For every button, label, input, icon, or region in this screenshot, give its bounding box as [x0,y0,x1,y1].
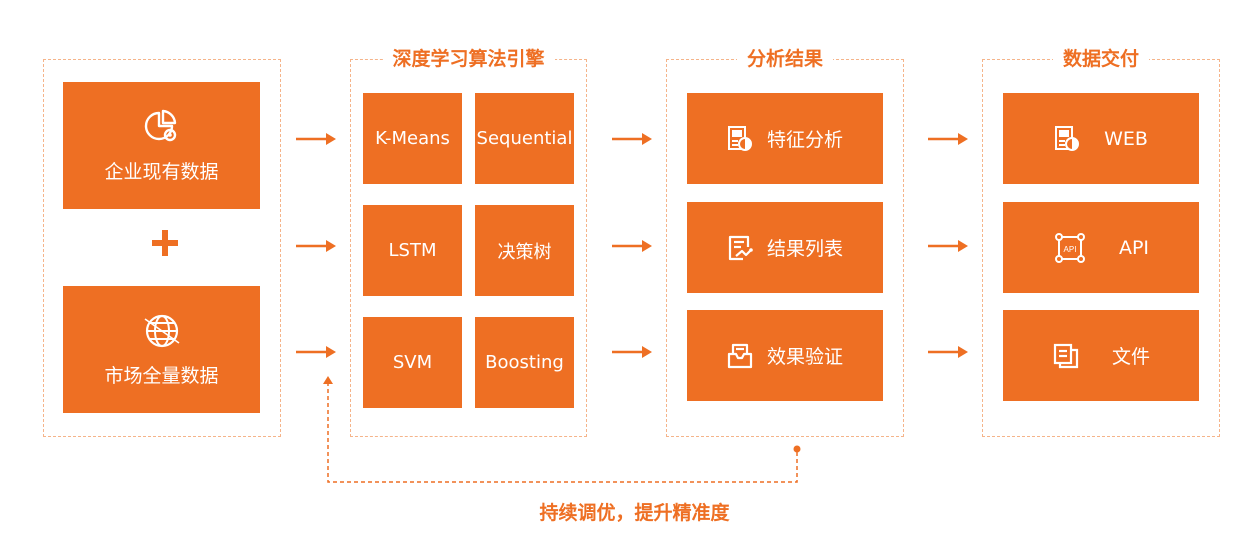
analysis-results-group: 分析结果 [666,47,904,437]
algorithm-label: 决策树 [497,241,552,263]
algorithm-label: Sequential [476,128,573,149]
result-box: 特征分析 [687,93,883,184]
list-chart-icon [728,235,753,260]
algorithm-engine-title: 深度学习算法引擎 [382,47,555,71]
chart-search-icon [144,109,176,142]
algorithm-engine-group: 深度学习算法引擎 [350,47,587,437]
algorithm-label: Boosting [485,352,564,373]
arrow [612,346,652,358]
algorithm-box: K-Means [363,93,462,184]
result-label: 特征分析 [766,129,843,151]
result-label: 结果列表 [766,238,843,260]
inbox-check-icon [727,343,753,368]
algorithm-box: SVM [363,317,462,408]
globe-icon [144,314,179,348]
algorithm-label: SVM [392,352,433,373]
market-data-box: 市场全量数据 [63,286,260,413]
company-data-label: 企业现有数据 [104,161,219,183]
delivery-box: API API [1003,202,1199,293]
delivery-box: 文件 [1003,310,1199,401]
algorithm-box: Sequential [475,93,574,184]
data-delivery-title: 数据交付 [1052,47,1150,71]
arrow [928,133,968,145]
algorithm-box: Boosting [475,317,574,408]
delivery-label: 文件 [1111,346,1150,368]
report-icon [727,125,752,151]
arrow [296,346,336,358]
arrow [296,133,336,145]
feedback-loop [323,376,801,483]
arrow [612,133,652,145]
algorithm-label: LSTM [388,240,437,261]
file-icon [1053,343,1079,368]
market-data-label: 市场全量数据 [104,365,219,387]
arrow [612,240,652,252]
algorithm-label: K-Means [375,128,450,149]
result-box: 效果验证 [687,310,883,401]
feedback-label: 持续调优，提升精准度 [539,502,730,524]
plus-icon [152,230,178,256]
api-icon-text: API [1064,245,1077,254]
arrow [296,240,336,252]
data-delivery-group: 数据交付 [982,47,1220,437]
result-label: 效果验证 [766,346,843,368]
analysis-results-title: 分析结果 [736,47,834,71]
arrow [928,346,968,358]
arrow [928,240,968,252]
algorithm-box: 决策树 [475,205,574,296]
data-source-group [43,59,281,437]
delivery-label: WEB [1104,127,1148,150]
delivery-box: WEB [1003,93,1199,184]
api-icon: API [1054,232,1085,263]
algorithm-box: LSTM [363,205,462,296]
web-report-icon [1055,125,1080,151]
delivery-label: API [1118,236,1150,259]
company-data-box: 企业现有数据 [63,82,260,209]
result-box: 结果列表 [687,202,883,293]
